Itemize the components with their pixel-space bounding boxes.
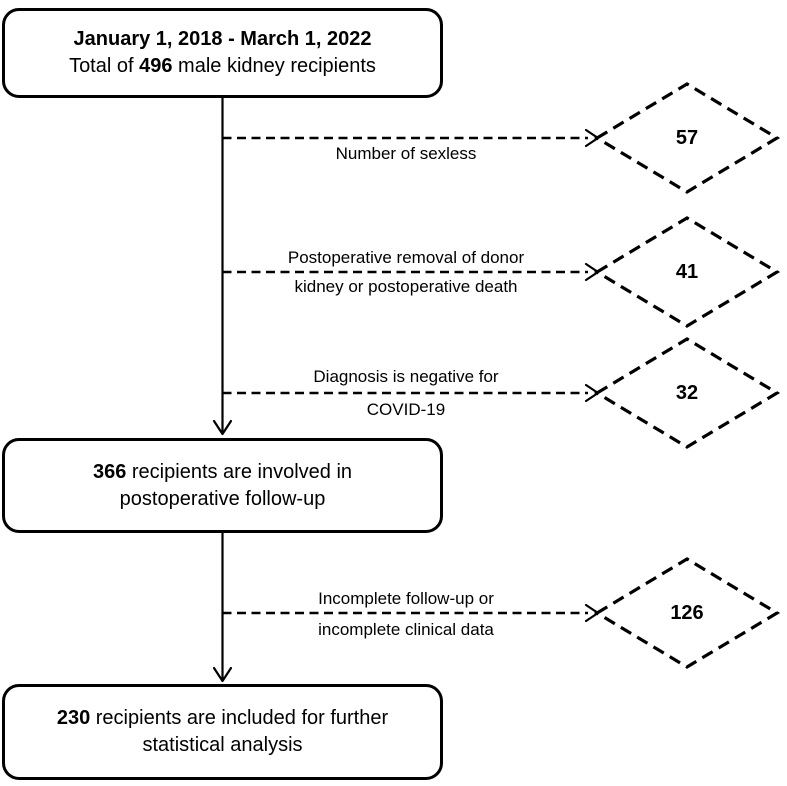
box-followup-cohort: 366 recipients are involved in postopera… [2,438,443,533]
exclusion-label-4-line1: Incomplete follow-up or [318,589,494,608]
followup-text: recipients are involved in [126,460,353,483]
box-final-line2: statistical analysis [142,734,303,756]
box-initial-line2: Total of 496 male kidney recipients [69,53,376,80]
exclusion-count-1: 57 [675,127,699,149]
exclusion-diamond-2 [593,216,781,328]
arrowhead-down-2-icon [212,666,233,683]
final-count: 230 [56,707,91,729]
exclusion-count-3: 32 [675,382,699,404]
initial-count-suffix: male kidney recipients [172,55,376,77]
box-initial-cohort: January 1, 2018 - March 1, 2022 Total of… [2,8,443,98]
exclusion-diamond-1 [593,82,781,194]
exclusion-label-3-line2: COVID-19 [366,400,446,419]
box-followup-line2: postoperative follow-up [119,487,326,510]
box-initial-line1: January 1, 2018 - March 1, 2022 [74,26,372,53]
arrowhead-down-1-icon [212,419,233,436]
exclusion-label-1: Number of sexless [335,144,477,163]
exclusion-count-4: 126 [670,602,704,624]
exclusion-count-2: 41 [675,261,699,283]
final-text: recipients are included for further [90,707,389,729]
box-final-cohort: 230 recipients are included for further … [2,684,443,780]
box-final-line1: 230 recipients are included for further [57,705,388,732]
box-followup-line1: 366 recipients are involved in [93,459,352,486]
initial-count-prefix: Total of [69,55,140,77]
initial-count: 496 [139,55,173,77]
date-range-text: January 1, 2018 - March 1, 2022 [73,28,372,50]
exclusion-label-2-line1: Postoperative removal of donor [287,248,525,267]
exclusion-label-4-line2: incomplete clinical data [318,620,494,639]
followup-count: 366 [92,460,127,483]
exclusion-label-2-line2: kidney or postoperative death [294,277,518,296]
exclusion-label-3-line1: Diagnosis is negative for [313,367,499,386]
exclusion-diamond-4 [593,557,781,669]
exclusion-diamond-3 [593,337,781,449]
